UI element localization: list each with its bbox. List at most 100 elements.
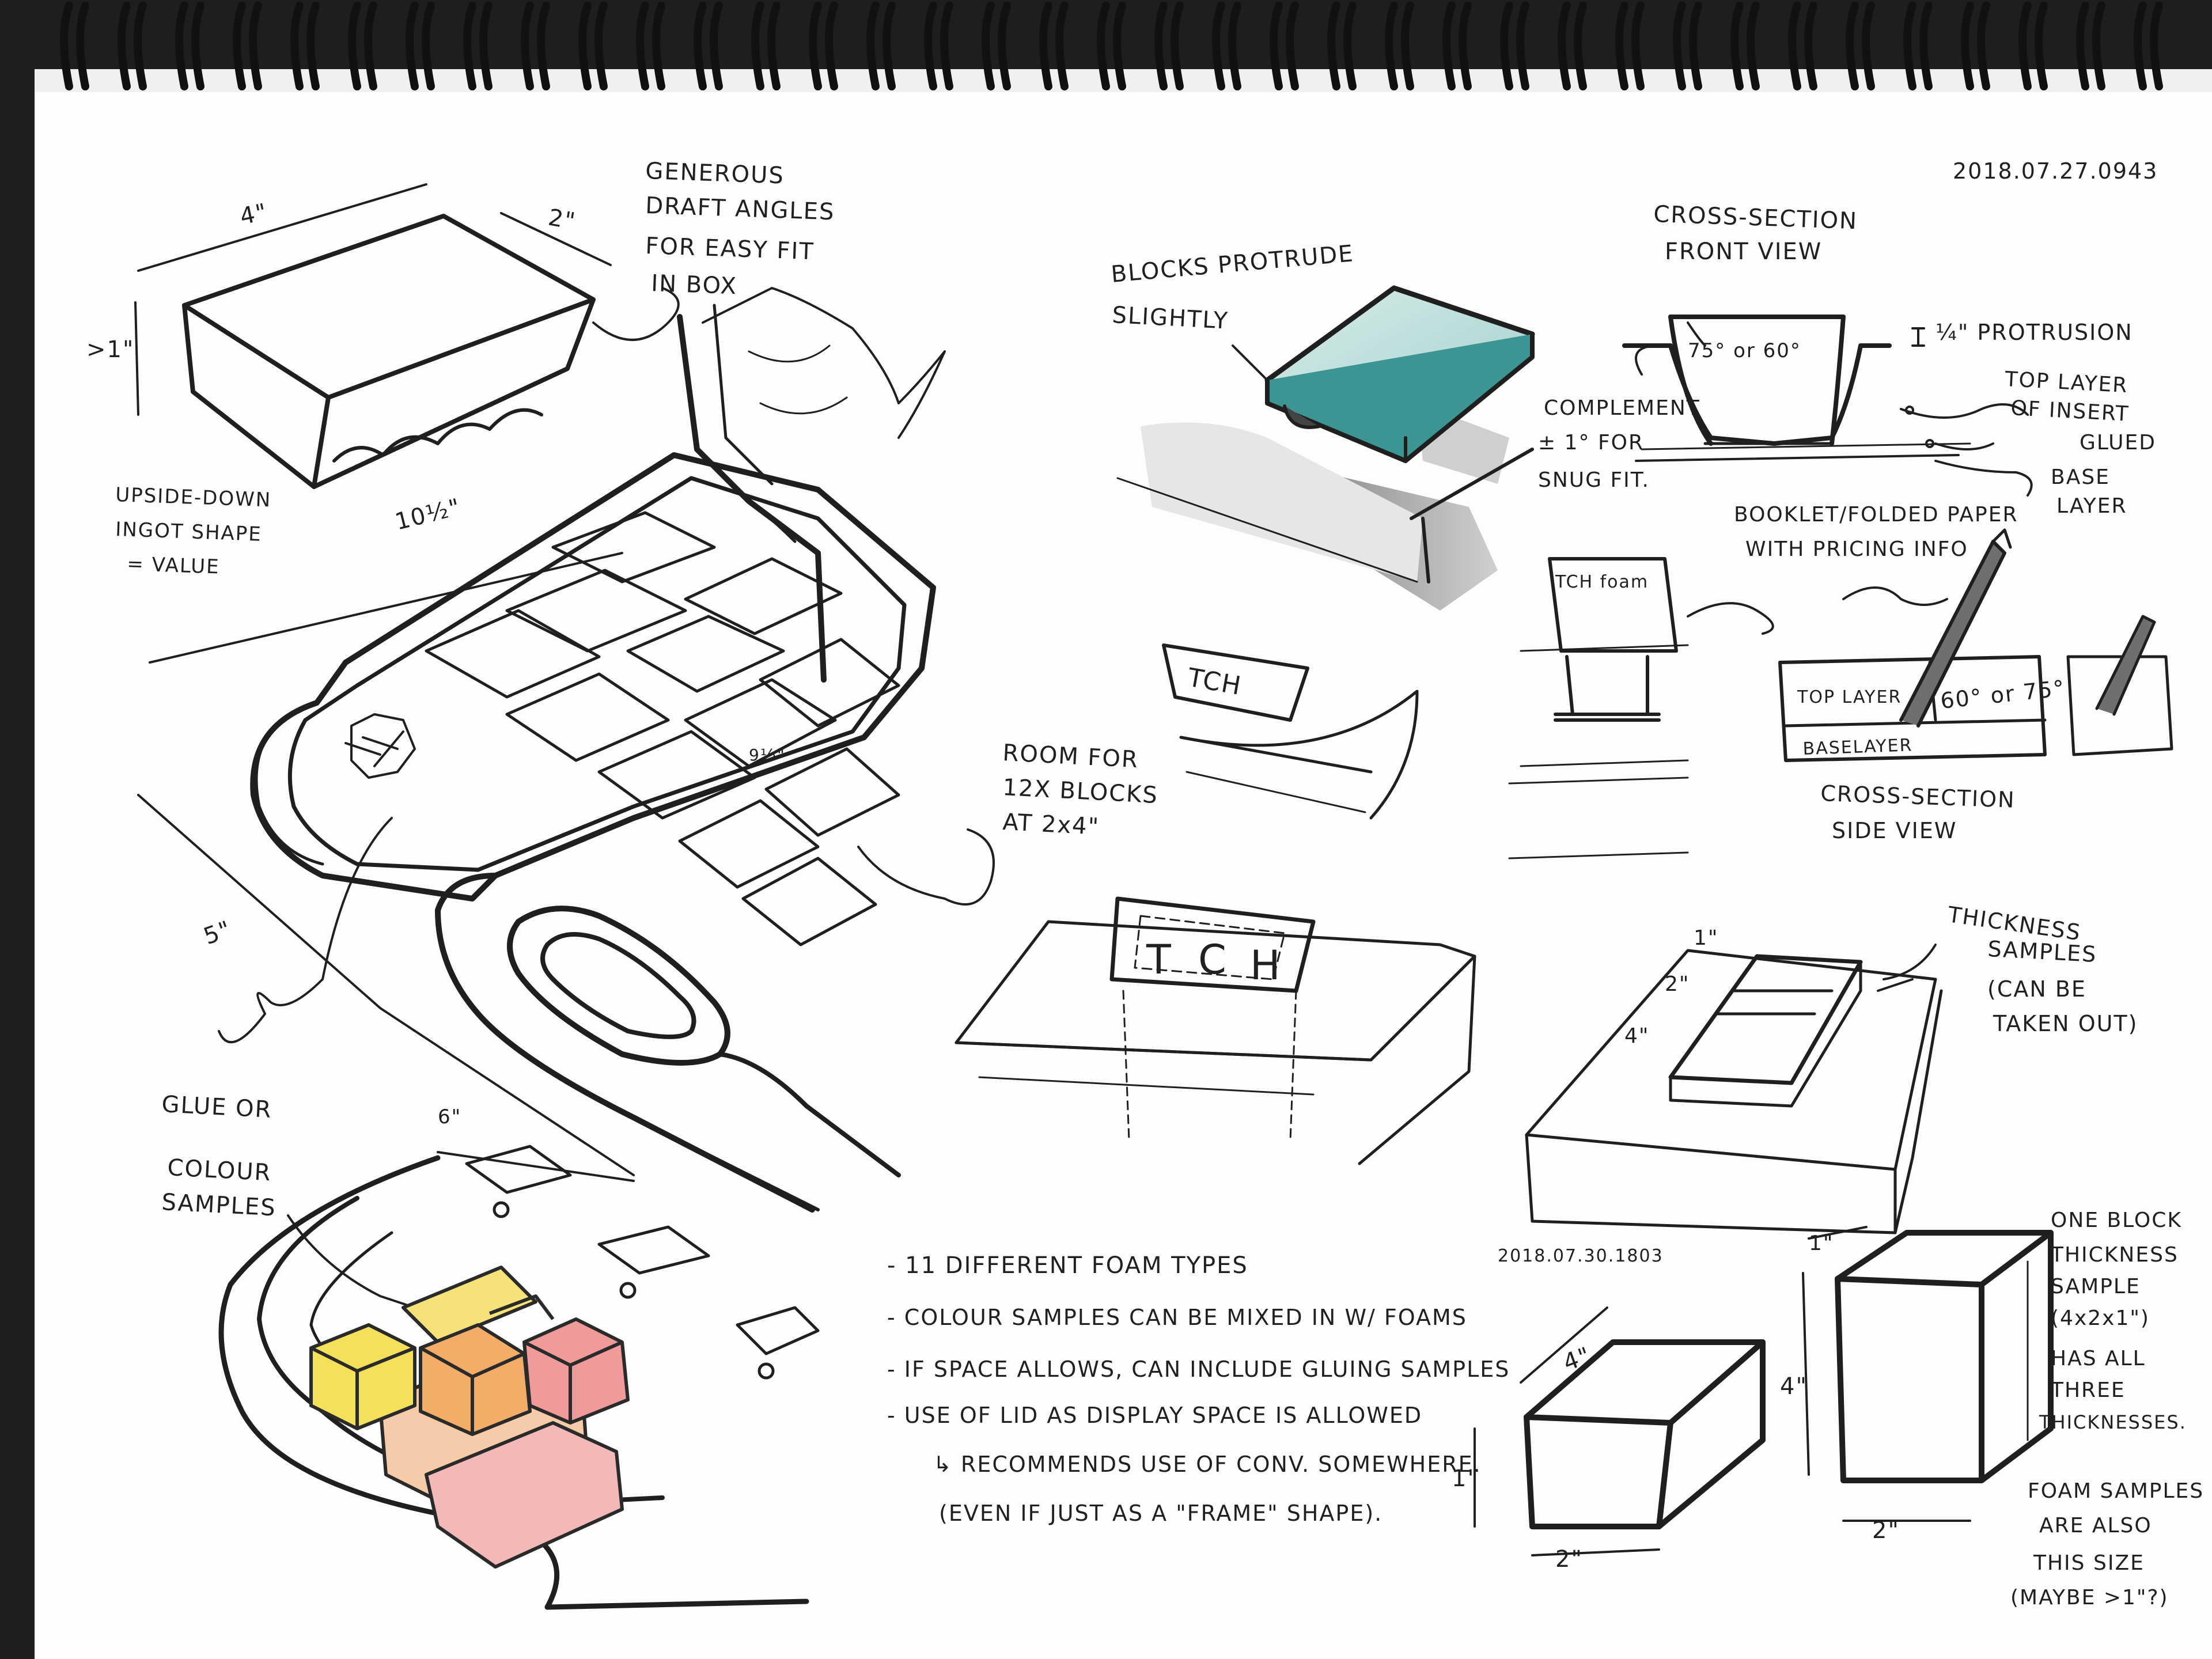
- annotation-thickness-note-1: SAMPLES: [1987, 936, 2098, 967]
- annotation-box_sketch-ingot_note-1: INGOT SHAPE: [115, 518, 263, 546]
- block-slot: [684, 557, 843, 635]
- spiral-coil: [1327, 2, 1357, 90]
- cross-section-side: [1508, 528, 2173, 859]
- annotation-booklet-note-1: WITH PRICING INFO: [1745, 537, 1968, 561]
- block-slot: [741, 857, 877, 946]
- spiral-coil: [1212, 2, 1241, 90]
- annotation-cross_section-complement-2: SNUG FIT.: [1538, 468, 1650, 492]
- annotation-box_sketch-glue_note-1: COLOUR: [166, 1154, 272, 1186]
- spiral-coil: [982, 2, 1011, 90]
- spiral-coil: [175, 2, 204, 90]
- spiral-coil: [521, 2, 550, 90]
- block-slot: [505, 672, 670, 762]
- annotation-box_sketch-ingot_note-0: UPSIDE-DOWN: [115, 483, 272, 512]
- spiral-coil: [1673, 2, 1702, 90]
- annotation-box_sketch-ingot_dims-length: 4": [238, 199, 270, 230]
- annotation-thickness-dims-1: 2": [1665, 972, 1690, 996]
- annotation-notes-1: - COLOUR SAMPLES CAN BE MIXED IN W/ FOAM…: [887, 1305, 1467, 1330]
- colour-samples: [309, 1266, 630, 1569]
- spiral-coil: [1903, 2, 1933, 90]
- spiral-coil: [636, 2, 665, 90]
- spiral-coil: [2018, 2, 2048, 90]
- spiral-coil: [1615, 2, 1645, 90]
- annotation-tall_block-height: 4": [1780, 1373, 1808, 1400]
- annotation-cross_section-title-1: FRONT VIEW: [1665, 238, 1822, 265]
- protrude-sketch: [1116, 285, 1535, 611]
- spiral-binding: [60, 2, 2163, 90]
- annotation-one_block_note-3: (4x2x1"): [2051, 1306, 2150, 1330]
- spiral-coil: [1270, 2, 1299, 90]
- annotation-box_sketch-ingot_dims-width: 2": [546, 204, 578, 236]
- annotation-box_sketch-draft_note-0: GENEROUS: [645, 158, 785, 189]
- annotation-flat_block-width: 2": [1555, 1546, 1583, 1573]
- ingot-sketch: [134, 183, 680, 489]
- annotation-box_sketch-room_note-2: AT 2x4": [1002, 809, 1100, 840]
- annotation-flat_block-height: 1": [1452, 1465, 1479, 1492]
- annotation-thickness-note-2: (CAN BE: [1987, 976, 2086, 1002]
- cross-section-front: [1622, 315, 2033, 497]
- spiral-coil: [809, 2, 838, 90]
- tall-block: [1802, 1226, 2054, 1522]
- annotation-thickness-dims-0: 1": [1694, 926, 1718, 950]
- block-slot: [551, 511, 716, 584]
- annotation-box_sketch-draft_note-2: FOR EASY FIT: [645, 233, 815, 265]
- spiral-coil: [1039, 2, 1069, 90]
- spiral-coil: [751, 2, 781, 90]
- spiral-coil: [1730, 2, 1760, 90]
- spiral-coil: [866, 2, 896, 90]
- block-slot: [626, 615, 785, 693]
- annotation-tch_block-letters-2: H: [1250, 942, 1282, 989]
- case-sketch: [137, 287, 995, 1213]
- annotation-cross_section-base_layer-2: LAYER: [2056, 494, 2127, 518]
- annotation-cross_section-base_layer-0: GLUED: [2080, 431, 2156, 454]
- spiral-coil: [1846, 2, 1875, 90]
- annotation-box_sketch-draft_note-1: DRAFT ANGLES: [645, 192, 835, 225]
- annotation-thickness-note-3: TAKEN OUT): [1993, 1011, 2138, 1036]
- annotation-notes-2: - IF SPACE ALLOWS, CAN INCLUDE GLUING SA…: [887, 1357, 1510, 1382]
- annotation-notes-0: - 11 DIFFERENT FOAM TYPES: [887, 1252, 1248, 1279]
- annotation-tch_block-letters-1: C: [1198, 936, 1228, 983]
- spiral-coil: [1442, 2, 1472, 90]
- annotation-box_sketch-glue_note-0: GLUE OR: [161, 1091, 272, 1123]
- annotation-thickness-dims-2: 4": [1624, 1024, 1649, 1048]
- annotation-box_sketch-glue_note-2: SAMPLES: [161, 1189, 276, 1221]
- spiral-coil: [1154, 2, 1184, 90]
- block-slot: [764, 747, 900, 837]
- spiral-coil: [924, 2, 953, 90]
- annotation-one_block_note-5: THREE: [2050, 1378, 2126, 1402]
- spiral-coil: [233, 2, 262, 90]
- annotation-box_sketch-block_dim: 9½": [749, 745, 786, 764]
- annotation-cross_section-complement-1: ± 1° FOR: [1538, 431, 1644, 454]
- spiral-coil: [290, 2, 320, 90]
- annotation-tch_block-letters-0: T: [1146, 936, 1172, 983]
- annotation-booklet-note-0: BOOKLET/FOLDED PAPER: [1734, 503, 2018, 527]
- annotation-one_block_note-6: THICKNESSES.: [2039, 1411, 2187, 1433]
- block-slot: [684, 678, 837, 768]
- annotation-cross_section-complement-0: COMPLEMENT: [1544, 396, 1700, 420]
- spiral-coil: [1500, 2, 1529, 90]
- block-slot: [759, 638, 900, 728]
- annotation-foam_note-0: FOAM SAMPLES: [2028, 1479, 2204, 1503]
- spiral-coil: [1961, 2, 1990, 90]
- annotation-dates-top: 2018.07.27.0943: [1953, 158, 2158, 184]
- annotation-one_block_note-2: SAMPLE: [2051, 1275, 2141, 1298]
- annotation-booklet-tag: TCH foam: [1555, 572, 1649, 592]
- annotation-box_sketch-ingot_dims-height: >1": [86, 336, 134, 363]
- tch-block-sketch: [955, 896, 1476, 1165]
- spiral-coil: [406, 2, 435, 90]
- tch-sign-small: [1162, 643, 1419, 820]
- block-slot: [505, 569, 687, 653]
- annotation-side_view-base_layer: BASELAYER: [1802, 735, 1913, 759]
- spiral-coil: [348, 2, 377, 90]
- block-slot: [597, 730, 756, 820]
- annotation-side_view-title-1: SIDE VIEW: [1832, 818, 1957, 843]
- annotation-foam_note-3: (MAYBE >1"?): [2010, 1586, 2169, 1609]
- annotation-tall_block-width: 2": [1872, 1517, 1900, 1544]
- annotation-cross_section-base_layer-1: BASE: [2051, 465, 2110, 489]
- annotation-foam_note-1: ARE ALSO: [2039, 1514, 2152, 1537]
- annotation-protrude_sketch-note-1: SLIGHTLY: [1111, 302, 1229, 335]
- annotation-foam_note-2: THIS SIZE: [2033, 1551, 2145, 1575]
- annotation-one_block_note-1: THICKNESS: [2050, 1243, 2179, 1267]
